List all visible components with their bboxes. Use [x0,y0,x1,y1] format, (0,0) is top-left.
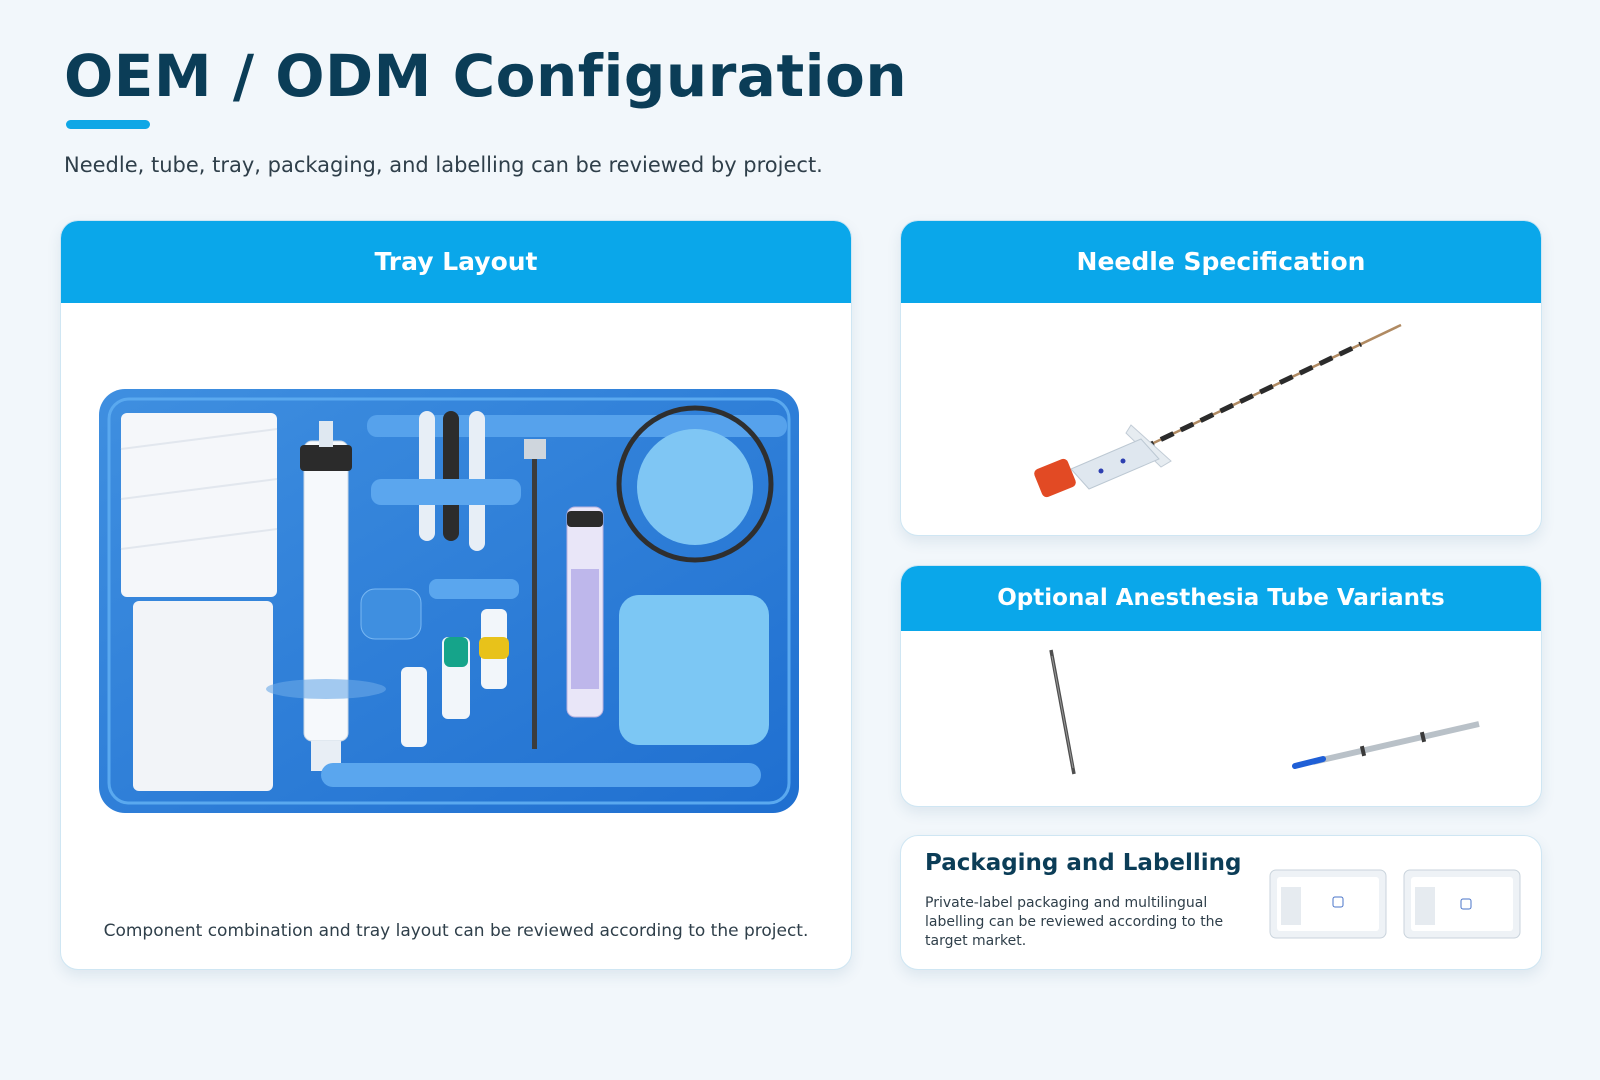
packaging-title: Packaging and Labelling [925,850,1242,876]
tray-kit-image [99,389,799,813]
packaging-description: Private-label packaging and multilingual… [925,895,1224,949]
spinal-needle-image [1034,323,1402,498]
page-title: OEM / ODM Configuration [64,42,908,110]
tube-variants-image [1049,649,1480,775]
tray-caption: Component combination and tray layout ca… [103,921,809,941]
package-image-1 [1269,869,1387,939]
packaging-labelling-card: Packaging and Labelling Private-label pa… [900,835,1542,970]
package-image-2 [1403,869,1521,939]
needle-specification-header: Needle Specification [901,221,1541,303]
tube-variants-card: Optional Anesthesia Tube Variants [900,565,1542,807]
page-subtitle: Needle, tube, tray, packaging, and label… [64,153,823,177]
needle-specification-card: Needle Specification [900,220,1542,536]
tray-layout-header: Tray Layout [61,221,851,303]
title-underline [66,120,150,129]
tube-variants-header: Optional Anesthesia Tube Variants [901,566,1541,631]
tray-layout-card: Tray Layout [60,220,852,970]
